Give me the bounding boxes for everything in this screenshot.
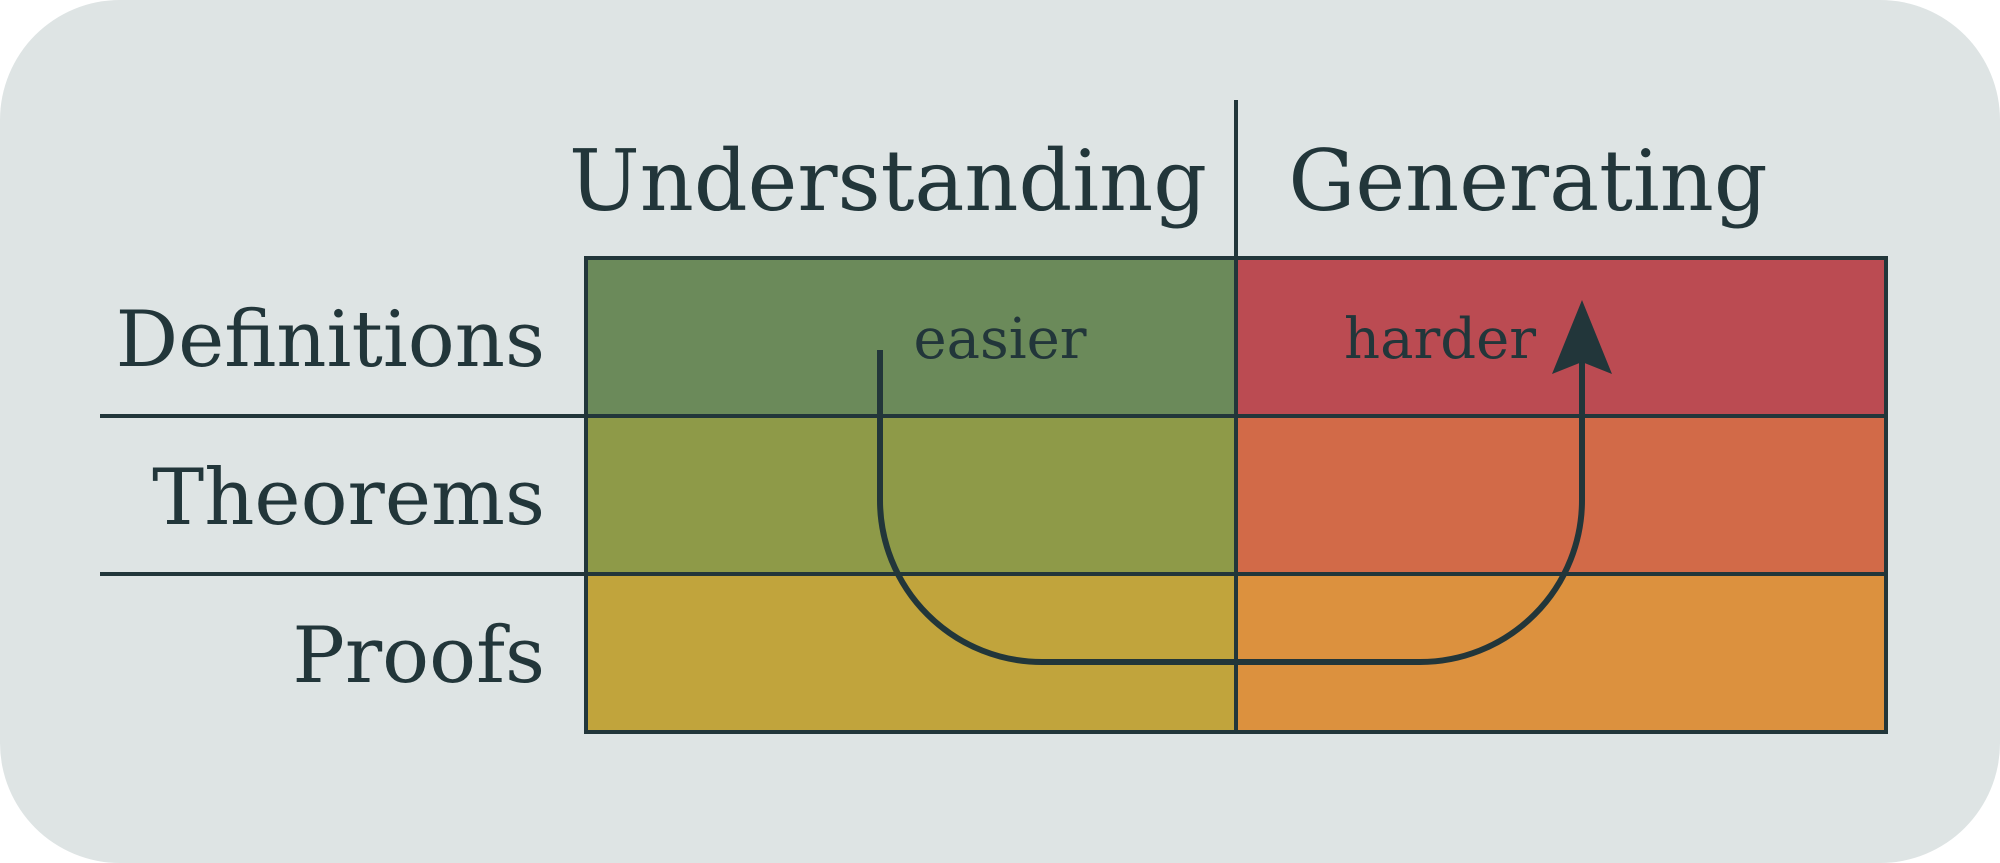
annotation-easier: easier — [913, 307, 1086, 372]
row-header-proofs: Proofs — [292, 611, 545, 701]
row-header-theorems: Theorems — [152, 453, 545, 543]
cell-theorems-generating — [1236, 416, 1886, 574]
progression-arrow-path — [877, 350, 1585, 665]
arrow-head-icon — [1552, 300, 1612, 374]
cell-definitions-generating — [1236, 258, 1886, 416]
cell-proofs-generating — [1236, 574, 1886, 732]
row-header-definitions: Definitions — [116, 295, 545, 385]
annotation-harder: harder — [1344, 307, 1536, 372]
cell-definitions-understanding — [586, 258, 1236, 416]
column-header-understanding: Understanding — [569, 132, 1207, 230]
column-header-generating: Generating — [1288, 132, 1767, 230]
cell-theorems-understanding — [586, 416, 1236, 574]
